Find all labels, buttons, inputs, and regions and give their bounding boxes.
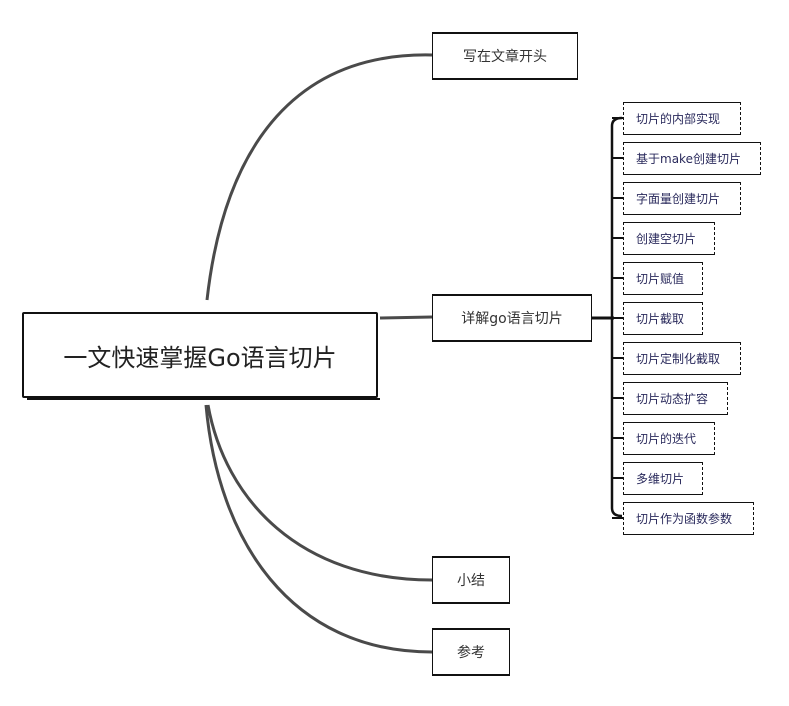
sub-slicing[interactable]: 切片截取 bbox=[623, 302, 703, 335]
root-node[interactable]: 一文快速掌握Go语言切片 bbox=[22, 312, 380, 400]
link-root-to-intro bbox=[205, 53, 433, 301]
branch-intro[interactable]: 写在文章开头 bbox=[432, 32, 578, 80]
sub-label: 切片动态扩容 bbox=[636, 392, 709, 406]
sub-label: 多维切片 bbox=[636, 472, 685, 486]
link-root-to-references bbox=[204, 404, 433, 654]
sub-label: 切片的内部实现 bbox=[636, 112, 721, 126]
sub-iteration[interactable]: 切片的迭代 bbox=[623, 422, 715, 455]
sub-label: 切片赋值 bbox=[636, 272, 685, 286]
branch-details[interactable]: 详解go语言切片 bbox=[432, 294, 592, 342]
sub-make-create[interactable]: 基于make创建切片 bbox=[623, 142, 761, 175]
link-root-to-summary bbox=[206, 404, 433, 582]
branch-references-label: 参考 bbox=[457, 645, 485, 661]
branch-details-label: 详解go语言切片 bbox=[461, 311, 563, 327]
sub-literal-create[interactable]: 字面量创建切片 bbox=[623, 182, 741, 215]
branch-intro-label: 写在文章开头 bbox=[463, 49, 547, 65]
sub-assignment[interactable]: 切片赋值 bbox=[623, 262, 703, 295]
sub-empty-slice[interactable]: 创建空切片 bbox=[623, 222, 715, 255]
link-root-to-details bbox=[379, 315, 433, 320]
sub-label: 基于make创建切片 bbox=[636, 152, 741, 166]
root-label: 一文快速掌握Go语言切片 bbox=[63, 343, 337, 372]
sub-custom-slicing[interactable]: 切片定制化截取 bbox=[623, 342, 741, 375]
sub-function-parameter[interactable]: 切片作为函数参数 bbox=[623, 502, 754, 535]
sub-multidimensional[interactable]: 多维切片 bbox=[623, 462, 703, 495]
branch-references[interactable]: 参考 bbox=[432, 628, 510, 676]
sub-label: 创建空切片 bbox=[636, 232, 697, 246]
sub-dynamic-growth[interactable]: 切片动态扩容 bbox=[623, 382, 728, 415]
branch-summary-label: 小结 bbox=[457, 573, 485, 589]
branch-summary[interactable]: 小结 bbox=[432, 556, 510, 604]
sub-label: 字面量创建切片 bbox=[636, 192, 721, 206]
sub-label: 切片定制化截取 bbox=[636, 352, 721, 366]
sub-label: 切片作为函数参数 bbox=[636, 512, 733, 526]
sub-label: 切片截取 bbox=[636, 312, 685, 326]
sub-label: 切片的迭代 bbox=[636, 432, 697, 446]
sub-internal-implementation[interactable]: 切片的内部实现 bbox=[623, 102, 741, 135]
